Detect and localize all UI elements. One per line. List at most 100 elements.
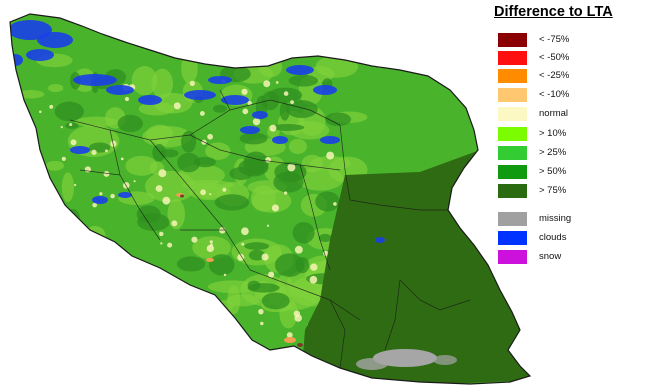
normal-speckle (70, 139, 77, 146)
legend: Difference to LTA < -75%< -50%< -25%< -1… (494, 4, 654, 264)
normal-speckle (103, 170, 110, 177)
cloud-patch (221, 95, 249, 105)
normal-speckle (57, 242, 63, 248)
swatch-magenta (498, 249, 527, 264)
legend-item-label: > 50% (539, 166, 567, 177)
normal-speckle (275, 81, 279, 84)
normal-speckle (265, 156, 271, 163)
light-green-patch (72, 299, 108, 325)
dark-green-patch (157, 284, 188, 292)
normal-speckle (269, 124, 277, 132)
normal-speckle (173, 102, 181, 110)
light-green-patch (74, 116, 119, 128)
light-green-patch (47, 84, 64, 93)
normal-speckle (326, 151, 335, 160)
normal-speckle (133, 180, 136, 183)
light-green-patch (213, 300, 234, 312)
normal-speckle (191, 236, 198, 243)
swatch-gray (498, 211, 527, 226)
cloud-patch (70, 146, 90, 154)
normal-speckle (159, 231, 164, 237)
normal-speckle (128, 269, 137, 278)
normal-speckle (189, 80, 195, 87)
normal-speckle (260, 321, 264, 326)
light-green-patch (18, 292, 42, 306)
cloud-patch (118, 192, 132, 198)
dark-green-patch (247, 283, 280, 293)
normal-speckle (263, 80, 271, 88)
dark-green-patch (177, 152, 201, 173)
light-green-patch (181, 53, 198, 84)
normal-speckle (206, 244, 215, 253)
light-green-patch (45, 160, 64, 171)
normal-speckle (242, 108, 249, 115)
cloud-patch (286, 65, 314, 75)
legend-title: Difference to LTA (494, 4, 613, 20)
swatch-green (498, 145, 527, 160)
normal-speckle (54, 273, 59, 279)
swatch-lime (498, 126, 527, 141)
normal-speckle (56, 212, 59, 216)
legend-item-label: < -75% (539, 34, 570, 45)
normal-speckle (124, 96, 130, 102)
legend-item-label: > 10% (539, 128, 567, 139)
cloud-patch (240, 126, 260, 134)
normal-speckle (69, 122, 73, 127)
normal-speckle (99, 192, 103, 196)
dry-anomaly-spot (284, 337, 296, 343)
severe-dry-spot (180, 194, 184, 198)
light-green-patch (131, 66, 158, 96)
missing-data-area (356, 358, 388, 370)
dark-green-patch (214, 194, 250, 211)
normal-speckle (39, 110, 42, 114)
cloud-patch (272, 136, 288, 144)
light-green-patch (125, 155, 158, 176)
normal-speckle (77, 295, 81, 298)
cloud-patch (138, 95, 162, 105)
light-green-patch (251, 189, 292, 213)
legend-item: < -25% (498, 68, 569, 83)
normal-speckle (223, 273, 227, 277)
legend-item: < -10% (498, 87, 569, 102)
light-green-patch (83, 241, 107, 255)
dark-green-patch (273, 171, 304, 193)
normal-speckle (209, 193, 212, 196)
dark-green-patch (239, 132, 268, 145)
dark-green-patch (248, 249, 266, 261)
normal-speckle (61, 156, 66, 161)
dark-green-patch (208, 254, 235, 276)
normal-speckle (193, 294, 201, 301)
normal-speckle (310, 263, 318, 271)
normal-speckle (294, 245, 303, 254)
normal-speckle (167, 242, 173, 248)
dark-green-patch (261, 292, 290, 310)
normal-speckle (73, 183, 77, 187)
swatch-light-orange (498, 87, 527, 102)
cloud-patch (37, 32, 73, 48)
normal-speckle (271, 204, 280, 212)
normal-speckle (237, 253, 245, 261)
normal-speckle (283, 91, 289, 96)
swatch-dark-green (498, 164, 527, 179)
normal-speckle (268, 271, 275, 278)
light-green-patch (138, 101, 175, 116)
legend-item-label: snow (539, 251, 562, 262)
light-green-patch (288, 138, 307, 154)
light-green-patch (301, 154, 324, 173)
swatch-very-dark-green (498, 183, 527, 198)
province-borders (69, 89, 471, 369)
dry-anomaly-spot (206, 258, 214, 262)
normal-speckle (209, 240, 213, 244)
dark-green-patch (292, 221, 315, 244)
cloud-patch (320, 136, 340, 144)
dark-green-patch (212, 104, 227, 113)
dark-green-patch (244, 242, 270, 250)
normal-speckle (200, 189, 206, 196)
legend-item: clouds (498, 230, 566, 245)
dark-green-patch (295, 257, 310, 274)
normal-speckle (333, 202, 337, 206)
dark-green-patch (117, 114, 143, 133)
normal-speckle (199, 111, 205, 116)
swatch-blue (498, 230, 527, 245)
normal-speckle (65, 242, 70, 248)
